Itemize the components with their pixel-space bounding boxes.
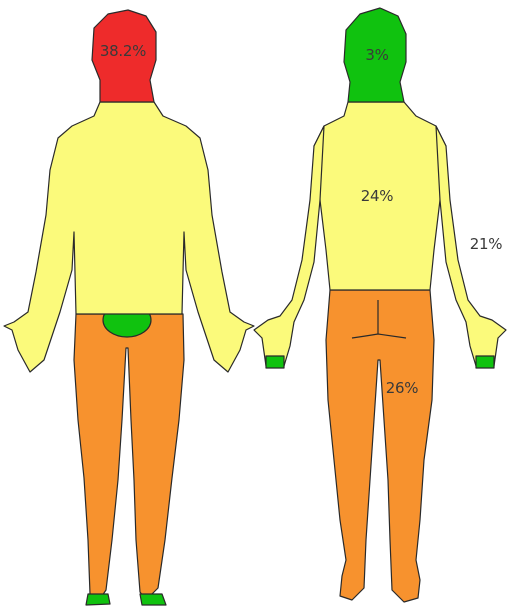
front-toes-left [86,594,110,605]
front-figure [4,10,254,605]
back-arms-percent-label: 21% [470,235,502,253]
back-fingers-right [476,356,494,368]
back-legs [326,290,434,602]
front-toes-right [140,594,166,605]
back-torso-percent-label: 24% [361,187,393,205]
front-legs [74,314,184,602]
front-head-percent-label: 38.2% [100,42,146,60]
back-head-percent-label: 3% [365,46,388,64]
back-fingers-left [266,356,284,368]
back-legs-percent-label: 26% [386,379,418,397]
back-arm-left [254,126,324,366]
back-figure [254,8,506,602]
